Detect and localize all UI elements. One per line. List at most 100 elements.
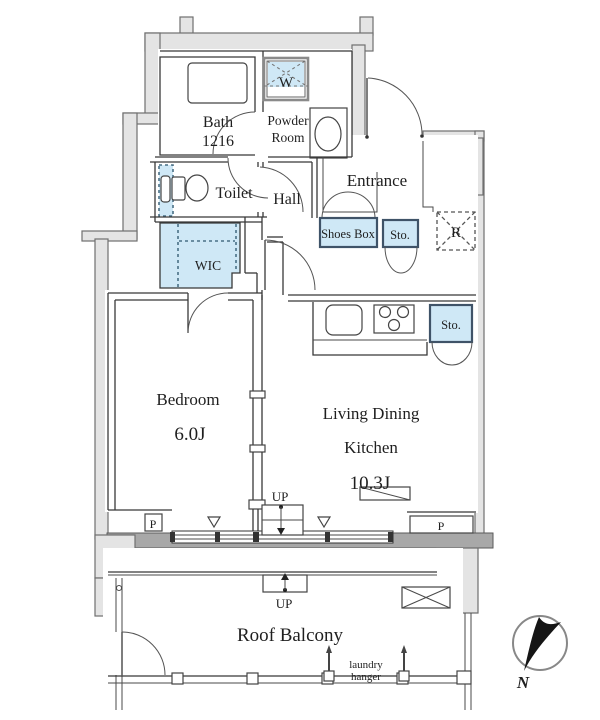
kitchen-sink-icon xyxy=(325,304,363,336)
ldk-door xyxy=(264,239,316,291)
partition-joint xyxy=(249,390,266,399)
wall-step-2 xyxy=(81,230,138,242)
door-strike-dot xyxy=(420,134,424,138)
toilet-bowl-icon xyxy=(185,174,209,202)
laundry-pole-base xyxy=(398,670,410,682)
entrance-area xyxy=(318,77,476,274)
room-label-bedroom: Bedroom xyxy=(156,390,219,409)
up-arrow-head xyxy=(277,528,285,535)
pipe-space-right-box xyxy=(409,515,474,534)
up-arrow-head xyxy=(281,573,289,580)
toilet-cabinet-inner xyxy=(160,175,171,203)
burner-icon xyxy=(378,305,392,319)
sink-icon xyxy=(314,116,342,152)
kitchen-storage-box xyxy=(428,303,474,344)
bath-room xyxy=(159,50,353,157)
refrigerator-space-box xyxy=(436,211,476,251)
toilet-room xyxy=(150,162,304,223)
wall-top xyxy=(144,32,374,52)
balcony xyxy=(108,571,472,710)
bedroom-door-arc xyxy=(187,292,229,334)
window-mullion xyxy=(215,532,220,542)
window-mullion xyxy=(325,532,330,542)
counter-symbol-diag xyxy=(359,486,411,501)
bath-door-arc xyxy=(212,111,256,155)
partition-wall xyxy=(248,295,266,531)
refrigerator-dash-diag xyxy=(436,211,476,251)
interior-door-gap xyxy=(365,136,478,146)
room-label-entrance: Entrance xyxy=(347,171,407,190)
toilet-cabinet-dash xyxy=(158,164,174,217)
equipment-x xyxy=(401,586,451,609)
room-label-ldk-1: Living Dining xyxy=(323,404,420,423)
partition-joint xyxy=(249,444,266,453)
balcony-door-arc xyxy=(121,631,166,676)
laundry-hanger-poles xyxy=(323,645,410,682)
washer-dash-diag xyxy=(266,60,306,86)
laundry-pole-top xyxy=(401,645,407,653)
window-mullion xyxy=(388,532,393,542)
wall-stub-left xyxy=(179,16,194,36)
door-hinge-dot xyxy=(116,585,122,591)
railing-post xyxy=(456,670,472,685)
room-label-bath: Bath xyxy=(203,114,233,131)
wall-left-mid xyxy=(122,112,138,240)
room-label-balcony: Roof Balcony xyxy=(237,625,344,646)
shoes-box xyxy=(318,216,379,249)
room-label-powder-1: Powder xyxy=(267,113,309,128)
pipe-space-left-label: P xyxy=(150,517,157,531)
room-label-bedroom-area: 6.0J xyxy=(174,424,205,445)
window-marker-triangle xyxy=(316,516,332,529)
entrance-storage-box xyxy=(381,218,420,249)
kitchen-counter xyxy=(312,302,428,356)
powder-room xyxy=(150,107,352,199)
pipe-space-right-label: P xyxy=(438,519,445,533)
wic-area xyxy=(159,222,241,289)
up-label-balcony: UP xyxy=(276,596,293,611)
washing-machine-space xyxy=(262,56,310,102)
laundry-pole-base xyxy=(323,670,335,682)
bathtub-icon xyxy=(187,62,248,104)
toilet-tank xyxy=(171,176,186,201)
entrance-storage-label: Sto. xyxy=(390,228,410,242)
south-windows xyxy=(108,509,476,544)
door-hinge-dot xyxy=(365,135,369,139)
compass-north-label: N xyxy=(516,673,530,692)
entrance-step-line xyxy=(422,141,434,212)
compass-needle-icon xyxy=(524,617,561,671)
room-labels: Bath 1216 W Powder Room Toilet Hall Entr… xyxy=(150,75,461,683)
bedroom-walls xyxy=(107,292,262,510)
railing-post xyxy=(246,672,259,685)
entrance-step-line xyxy=(322,157,378,213)
burner-icon xyxy=(396,305,410,319)
kitchen-storage-label: Sto. xyxy=(441,318,461,332)
wall-left-upper xyxy=(144,32,161,116)
entrance-door-arc xyxy=(367,77,423,135)
room-label-hall: Hall xyxy=(273,191,301,208)
room-label-ldk-2: Kitchen xyxy=(344,438,398,457)
room-label-bath-size: 1216 xyxy=(202,133,234,150)
washer-dash-diag xyxy=(266,60,306,86)
room-label-wic: WIC xyxy=(195,258,221,273)
bath-outline xyxy=(159,56,256,156)
shoes-box-door-arc xyxy=(321,191,349,219)
refrigerator-dash-diag xyxy=(436,211,476,251)
up-label-interior: UP xyxy=(272,489,289,504)
hall-walls xyxy=(244,157,318,300)
wall-powder-right xyxy=(351,44,366,137)
refrigerator-label: R xyxy=(451,225,461,241)
storage-door-arc xyxy=(431,341,453,366)
washer-label: W xyxy=(279,75,294,91)
wall-stub-right xyxy=(359,16,374,36)
shoes-box-label: Shoes Box xyxy=(321,227,376,241)
washer-blue-fill xyxy=(268,62,304,87)
interior-balcony xyxy=(103,548,463,676)
kitchen xyxy=(288,294,476,501)
railing-post xyxy=(171,672,184,685)
laundry-hanger-label-1: laundry xyxy=(349,659,383,671)
compass: N xyxy=(512,615,568,692)
storage-door-arc xyxy=(451,341,473,366)
wic-room xyxy=(159,222,241,289)
